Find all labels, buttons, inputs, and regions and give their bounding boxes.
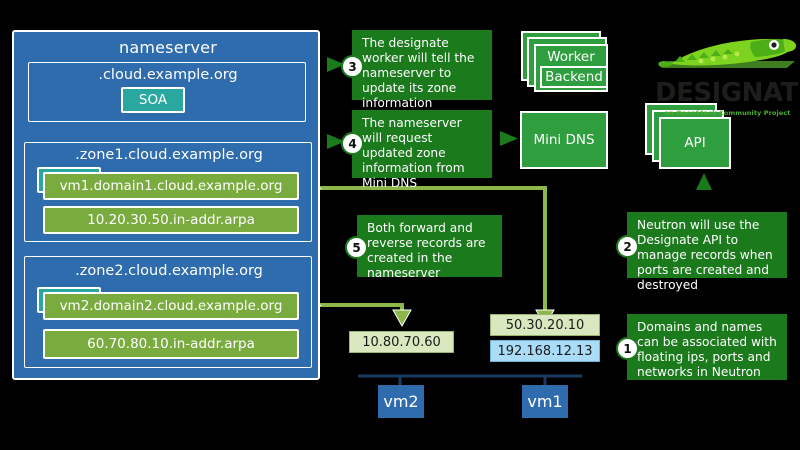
nameserver-panel: nameserver .cloud.example.org SOA .zone1…	[12, 30, 320, 380]
zone2-reverse-record: 60.70.80.10.in-addr.arpa	[43, 329, 299, 359]
zone2-forward-record: vm2.domain2.cloud.example.org	[43, 292, 299, 320]
arrowhead-up-api	[696, 173, 712, 190]
callout-4-badge: 4	[341, 132, 364, 155]
nameserver-title: nameserver	[118, 38, 218, 57]
arrowhead-down-vm2	[392, 309, 412, 328]
vm2-floating-ip: 10.80.70.60	[349, 331, 454, 353]
mini-dns-box: Mini DNS	[520, 111, 608, 169]
callout-2: Neutron will use the Designate API to ma…	[627, 212, 787, 292]
zone2-name: .zone2.cloud.example.org	[75, 263, 263, 279]
zone1-forward-record: vm1.domain1.cloud.example.org	[43, 172, 299, 200]
designate-wordmark: DESIGNATE	[655, 78, 800, 108]
root-zone-name: .cloud.example.org	[98, 67, 238, 83]
zone1-reverse-record: 10.20.30.50.in-addr.arpa	[43, 206, 299, 234]
arrowhead-right-minidns	[500, 131, 518, 146]
vm2-box: vm2	[378, 385, 424, 418]
wire-vm2-record-to-ip	[318, 303, 404, 310]
root-zone-box: .cloud.example.org SOA	[28, 62, 306, 122]
zone2-box: .zone2.cloud.example.org vm2.domain2.clo…	[24, 256, 312, 368]
callout-5: Both forward and reverse records are cre…	[357, 215, 502, 280]
worker-label: Worker	[547, 49, 595, 65]
callout-3-badge: 3	[341, 55, 364, 78]
zone1-name: .zone1.cloud.example.org	[75, 147, 263, 163]
designate-tagline: an OpenStack Community Project	[664, 109, 791, 117]
vm1-fixed-ip: 192.168.12.13	[490, 340, 600, 362]
callout-1-badge: 1	[616, 337, 639, 360]
zone1-box: .zone1.cloud.example.org vm1.domain1.clo…	[24, 142, 312, 242]
backend-box: Backend	[540, 66, 608, 88]
vm1-floating-ip: 50.30.20.10	[490, 314, 600, 336]
soa-record-box: SOA	[121, 87, 185, 113]
vm1-box: vm1	[522, 385, 568, 418]
callout-4: The nameserver will request updated zone…	[352, 110, 492, 190]
crocodile-icon	[658, 38, 796, 68]
api-box: API	[659, 117, 731, 169]
callout-3: The designate worker will tell the names…	[352, 30, 492, 110]
callout-2-badge: 2	[616, 235, 639, 258]
callout-5-badge: 5	[345, 236, 368, 259]
designate-logo: DESIGNATE an OpenStack Community Project	[655, 26, 800, 117]
callout-1: Domains and names can be associated with…	[627, 314, 787, 380]
